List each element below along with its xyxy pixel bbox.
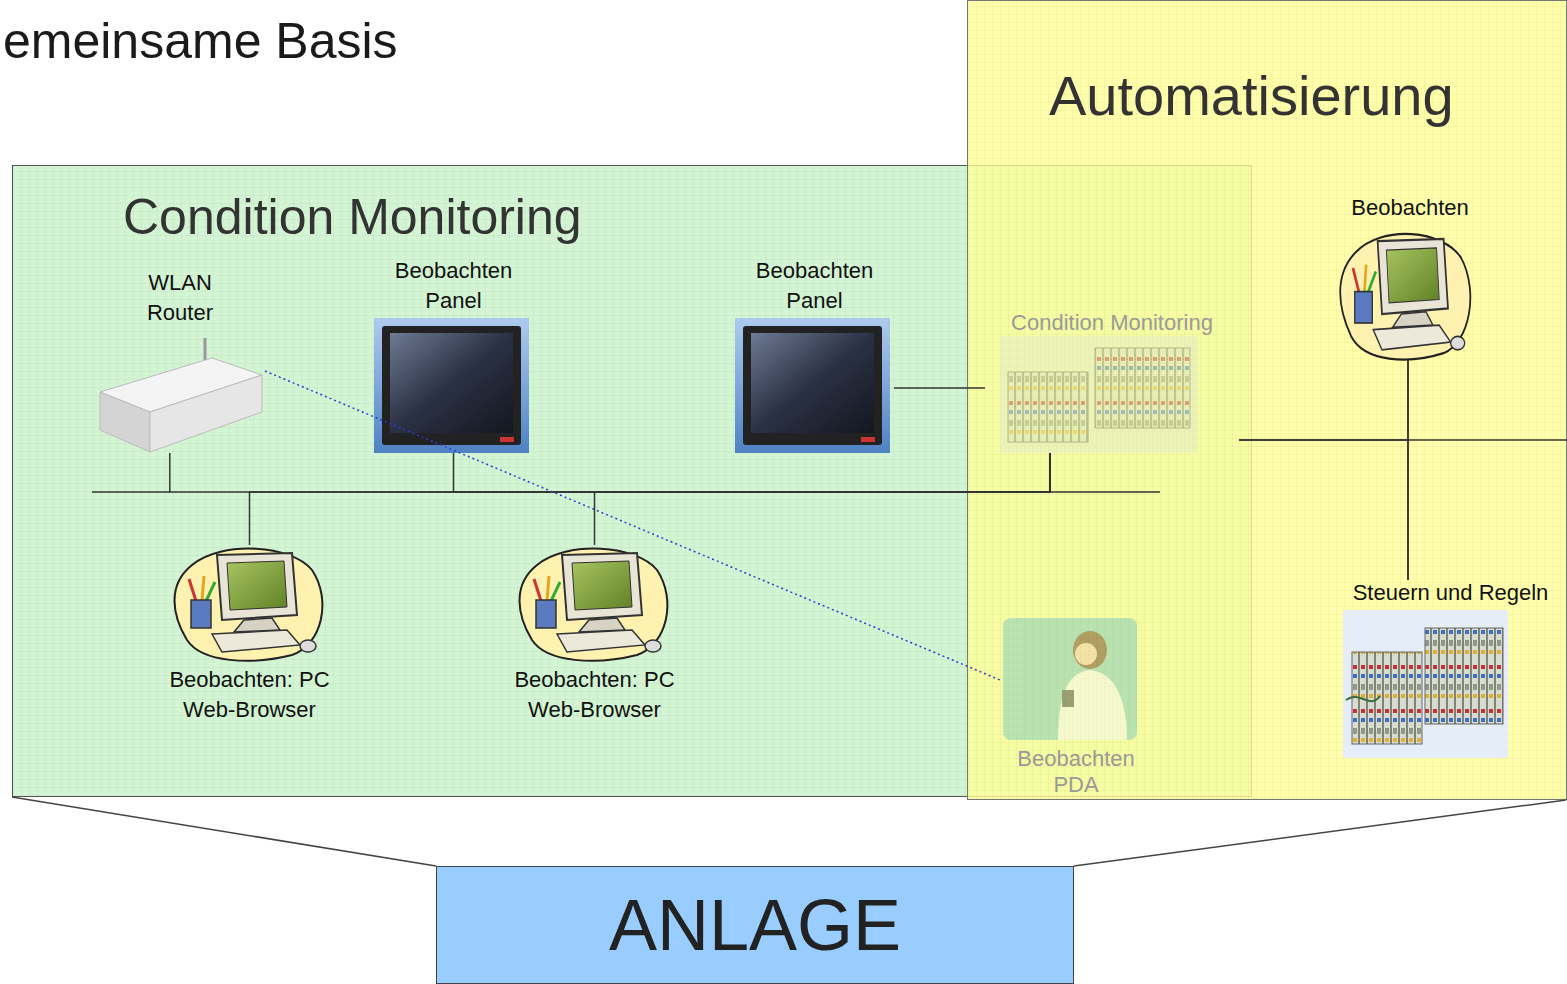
pc-clipart [520,549,668,661]
network-line [1407,360,1409,580]
panel-frame [735,318,890,453]
hair [1073,631,1107,669]
device-label: Condition Monitoring [987,308,1237,338]
router-front [100,392,150,452]
device-label: Steuern und Regeln [1337,580,1565,606]
device-label: Beobachten [1320,193,1500,223]
panel-bezel [743,326,882,445]
device-label: WLAN Router [134,268,226,328]
pda-ground [1003,618,1137,740]
panel-screen [390,333,513,433]
panel-bezel [382,326,521,445]
bus-wire [92,491,170,493]
panel-screen [751,333,874,433]
network-line [595,453,1051,545]
bus-wire [1050,491,1160,493]
plc-device: Steuern und Regeln [1335,580,1566,760]
plc-module [1425,628,1503,724]
panel-logo [861,437,875,442]
network-line [1239,360,1408,440]
network-line [454,453,1051,492]
pc-clipart [1340,234,1470,360]
network-line [250,453,1051,545]
plc-module [1352,652,1422,744]
bracket-line [12,797,436,866]
pda-handheld [1062,690,1074,707]
network-wire [1408,439,1567,441]
plc-picture [1343,610,1508,758]
page-title: emeinsame Basis [3,12,398,70]
router-top [100,358,262,412]
pda-picture [1003,618,1137,740]
region-title: Automatisierung [1049,63,1454,128]
face [1075,643,1097,665]
observe-pc: Beobachten [1318,193,1502,360]
antenna [204,338,207,372]
terminal-module [1008,372,1088,442]
panel-device: Beobachten Panel [374,256,533,453]
network-line [894,387,985,389]
region-title: Condition Monitoring [123,188,582,246]
plc-cable [1346,696,1380,701]
plant-box: ANLAGE [436,866,1074,984]
wlan-router: WLAN Router [95,268,265,453]
router-picture [100,338,262,452]
device-label: Beobachten PDA [1002,746,1150,798]
router-side [150,375,262,452]
wireless-link [265,371,1000,680]
device-label: Beobachten Panel [376,256,531,316]
plant-label: ANLAGE [609,884,901,966]
device-label: Beobachten: PC Web-Browser [147,665,352,725]
body [1058,670,1127,740]
device-label: Beobachten: PC Web-Browser [492,665,697,725]
panel-picture [735,318,890,453]
panel-picture [374,318,529,453]
network-line [1239,440,1408,580]
plc-ground [1343,610,1508,758]
title-holder: emeinsame Basis [3,12,398,70]
network-line [170,453,1050,492]
device-label: Beobachten Panel [737,256,892,316]
terminal-module [1095,348,1190,428]
pc-browser: Beobachten: PC Web-Browser [490,545,699,725]
panel-logo [500,437,514,442]
panel-frame [374,318,529,453]
panel-device: Beobachten Panel [735,256,894,453]
pc-clipart [175,549,323,661]
automation-region: AutomatisierungBeobachtenSteuern und Reg… [967,0,1567,800]
terminal-ground [1000,336,1198,453]
bracket-line [1074,800,1566,866]
pc-browser: Beobachten: PC Web-Browser [145,545,354,725]
terminal-picture [1000,336,1198,453]
